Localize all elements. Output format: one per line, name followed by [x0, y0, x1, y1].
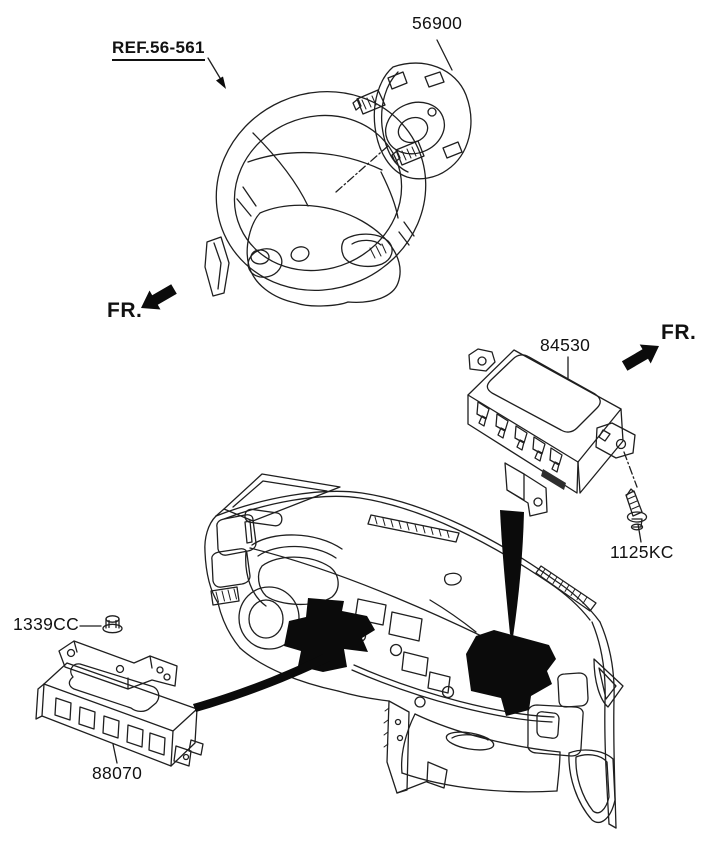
driver-airbag-drawing [352, 62, 472, 180]
ref-arrowhead [216, 76, 226, 89]
ref-label: REF.56-561 [112, 38, 205, 61]
fr-arrow-left [141, 284, 177, 310]
steering-wheel-drawing [204, 90, 427, 307]
part-label-1339cc: 1339CC [13, 614, 80, 634]
knee-airbag-drawing [35, 640, 204, 767]
mount-plate [58, 640, 178, 690]
cluster-hood [257, 556, 339, 606]
mount-tab [468, 348, 496, 372]
center-bracket [386, 700, 410, 794]
passenger-airbag-drawing [467, 348, 636, 517]
dashboard-drawing [193, 473, 624, 829]
part-label-56900: 56900 [412, 13, 463, 33]
knee-airbag-location-blob [284, 598, 375, 672]
pillar-speaker-grille [593, 658, 624, 708]
side-vent [211, 548, 251, 588]
knee-airbag-pointer-swoosh [193, 654, 330, 712]
lower-bracket [504, 462, 548, 517]
connector-stub [395, 140, 425, 166]
part-label-84530: 84530 [540, 335, 591, 355]
glovebox-opening [527, 704, 584, 757]
part-label-1125kc: 1125KC [610, 542, 674, 562]
assembly-axis-line [335, 145, 389, 193]
connector-stub [356, 89, 386, 115]
tilt-lever-drawing [204, 236, 230, 297]
leader-lines [79, 39, 642, 764]
screw-drawing [623, 451, 648, 531]
steering-column-ring [238, 586, 300, 650]
mount-bracket [595, 422, 636, 459]
part-label-88070: 88070 [92, 763, 143, 783]
glovebox-handle [445, 731, 495, 751]
passenger-airbag-pointer-swoosh [500, 510, 524, 637]
fr-arrow-right [621, 344, 659, 371]
fr-label-left: FR. [107, 299, 143, 322]
nut-drawing [102, 615, 123, 634]
passenger-airbag-location-blob [466, 630, 556, 716]
fr-label-right: FR. [661, 321, 697, 344]
